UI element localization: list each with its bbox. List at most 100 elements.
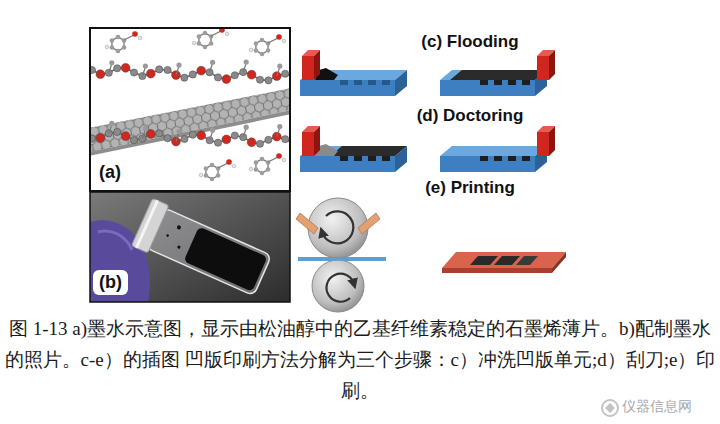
ink-schematic bbox=[247, 138, 256, 147]
gravure-plate-steps bbox=[300, 80, 395, 96]
ink-photo bbox=[90, 192, 290, 302]
ink-schematic bbox=[240, 69, 247, 76]
ink-schematic bbox=[222, 75, 231, 84]
ink-schematic bbox=[214, 139, 221, 146]
ink-schematic bbox=[192, 41, 196, 45]
gravure-plate-steps bbox=[302, 132, 314, 156]
ink-schematic bbox=[109, 121, 114, 126]
gravure-plate-steps bbox=[440, 70, 547, 80]
panel-label: (a) bbox=[93, 160, 127, 185]
printing-rollers bbox=[327, 274, 354, 302]
ink-schematic bbox=[130, 137, 137, 144]
printing-rollers bbox=[312, 260, 364, 312]
ink-schematic bbox=[204, 173, 209, 178]
ink-schematic bbox=[210, 60, 215, 65]
ink-schematic bbox=[189, 131, 196, 138]
ink-schematic bbox=[197, 131, 206, 140]
gravure-plate-steps bbox=[395, 70, 407, 96]
ink-schematic bbox=[105, 45, 109, 49]
ink-schematic bbox=[254, 167, 259, 172]
ink-schematic bbox=[216, 173, 221, 178]
ink-schematic bbox=[240, 134, 247, 141]
gravure-plate-steps bbox=[340, 80, 348, 85]
gravure-plate-steps bbox=[440, 146, 547, 156]
ink-schematic bbox=[265, 77, 272, 84]
watermark-logo bbox=[605, 403, 615, 413]
ink-schematic bbox=[256, 140, 263, 147]
ink-schematic bbox=[203, 45, 208, 50]
gravure-plate-steps bbox=[537, 56, 549, 80]
gravure-plate-steps bbox=[314, 126, 320, 156]
ink-schematic bbox=[96, 70, 105, 79]
watermark: 仪器信息网 bbox=[622, 398, 692, 414]
ink-schematic bbox=[272, 132, 281, 141]
gravure-plate-steps bbox=[368, 156, 376, 161]
ink-schematic bbox=[260, 52, 265, 57]
ink-schematic bbox=[282, 158, 286, 162]
ink-schematic bbox=[210, 163, 215, 168]
gravure-plate-steps bbox=[382, 80, 390, 85]
ink-schematic bbox=[210, 128, 215, 133]
ink-schematic bbox=[266, 48, 271, 53]
ink-schematic bbox=[204, 166, 209, 171]
ink-schematic bbox=[268, 157, 278, 162]
printed-substrate bbox=[470, 256, 498, 265]
ink-schematic bbox=[199, 173, 203, 177]
gravure-plate-steps bbox=[300, 50, 407, 96]
step-title: (d) Doctoring bbox=[417, 106, 524, 126]
gravure-plate-steps bbox=[480, 80, 488, 85]
ink-schematic bbox=[130, 69, 137, 76]
ink-schematic bbox=[132, 31, 138, 37]
ink-schematic bbox=[156, 66, 163, 73]
ink-schematic bbox=[260, 157, 265, 162]
printing-rollers bbox=[298, 258, 386, 261]
ink-schematic bbox=[282, 39, 286, 43]
ink-photo bbox=[146, 208, 272, 296]
ink-photo bbox=[131, 198, 169, 253]
ink-schematic bbox=[266, 167, 271, 172]
ink-schematic bbox=[260, 171, 265, 176]
ink-schematic bbox=[211, 31, 221, 36]
ink-photo bbox=[131, 198, 273, 299]
ink-schematic bbox=[156, 130, 163, 137]
ink-schematic bbox=[110, 38, 115, 43]
gravure-plate-steps bbox=[440, 156, 535, 172]
ink-schematic bbox=[260, 38, 265, 43]
ink-schematic bbox=[124, 35, 134, 40]
ink-schematic bbox=[231, 72, 238, 79]
ink-schematic bbox=[181, 135, 188, 142]
ink-schematic bbox=[91, 29, 289, 181]
ink-schematic bbox=[138, 36, 142, 40]
printed-substrate bbox=[442, 268, 552, 273]
ink-schematic bbox=[96, 134, 105, 143]
printed-substrate bbox=[552, 252, 566, 273]
ink-schematic bbox=[225, 32, 229, 36]
ink-schematic bbox=[210, 177, 215, 182]
ink-schematic bbox=[197, 34, 202, 39]
gravure-plate-steps bbox=[314, 50, 320, 80]
ink-schematic bbox=[249, 167, 253, 171]
ink-schematic bbox=[226, 159, 232, 165]
ink-schematic bbox=[164, 66, 171, 73]
ink-photo bbox=[135, 200, 159, 249]
panel-label: (b) bbox=[93, 270, 128, 295]
gravure-plate-steps bbox=[440, 50, 555, 96]
printing-rollers bbox=[296, 198, 386, 312]
ink-schematic bbox=[276, 34, 282, 40]
ink-schematic bbox=[90, 28, 290, 191]
ink-schematic bbox=[121, 132, 130, 141]
ink-photo bbox=[176, 225, 181, 230]
ink-schematic bbox=[244, 125, 249, 130]
watermark-logo bbox=[602, 400, 618, 416]
gravure-plate-steps bbox=[300, 50, 555, 172]
ink-schematic bbox=[143, 63, 148, 68]
gravure-plate-steps bbox=[354, 156, 362, 161]
ink-schematic bbox=[222, 135, 231, 144]
ink-schematic bbox=[189, 71, 196, 78]
gravure-plate-steps bbox=[549, 126, 555, 156]
gravure-plate-steps bbox=[330, 146, 407, 156]
printed-substrate bbox=[442, 252, 566, 273]
printed-substrate bbox=[516, 256, 538, 265]
ink-schematic bbox=[232, 164, 236, 168]
ink-schematic bbox=[244, 60, 249, 65]
